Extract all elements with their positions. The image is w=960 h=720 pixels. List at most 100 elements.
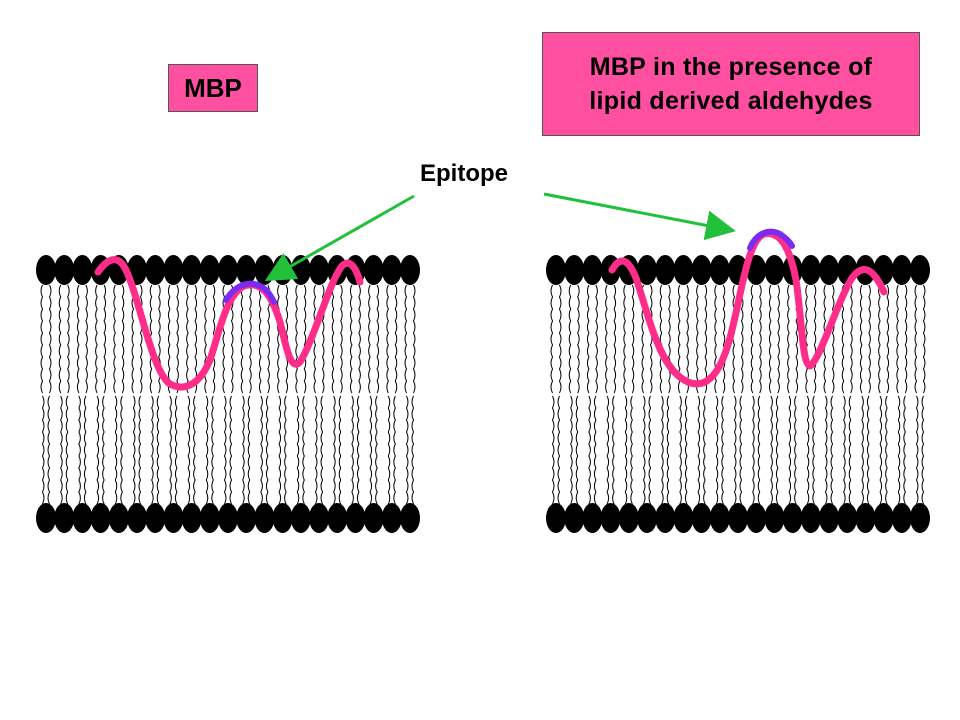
lipid-tail-bottom-right — [770, 395, 773, 505]
lipid-tail-bottom-right — [588, 395, 591, 505]
lipid-tail-bottom-right — [757, 395, 761, 505]
lipid-head-top-right — [891, 255, 912, 285]
lipid-tail-bottom-left — [260, 395, 263, 505]
lipid-head-top-right — [910, 255, 930, 285]
lipid-tail-bottom-left — [369, 395, 373, 505]
lipid-tail-bottom-left — [338, 395, 342, 505]
epitope-arrow-right — [543, 192, 736, 241]
lipid-tail-bottom-left — [284, 395, 287, 505]
lipid-tail-top-left — [113, 284, 116, 394]
lipid-tail-bottom-right — [642, 395, 646, 505]
lipid-tail-top-right — [878, 284, 881, 394]
lipid-tail-bottom-left — [242, 395, 245, 505]
lipid-tail-bottom-left — [375, 395, 378, 505]
lipid-tail-bottom-left — [41, 395, 45, 505]
lipid-tail-bottom-left — [320, 395, 324, 505]
lipid-head-bottom-left — [90, 503, 111, 533]
lipid-tail-bottom-right — [630, 395, 633, 505]
lipid-head-bottom-right — [564, 503, 585, 533]
lipid-tail-top-right — [668, 284, 671, 394]
lipid-tail-bottom-left — [265, 395, 269, 505]
lipid-tail-top-right — [550, 284, 554, 394]
lipid-tail-bottom-right — [921, 395, 925, 505]
lipid-tail-top-left — [176, 284, 179, 394]
lipid-tail-bottom-right — [861, 395, 864, 505]
lipid-head-bottom-right — [546, 503, 566, 533]
lipid-tail-top-right — [613, 284, 617, 394]
epitope-segment-left — [223, 280, 277, 305]
lipid-tail-top-right — [768, 284, 772, 394]
lipid-tail-top-right — [722, 284, 726, 394]
mbp-protein-left — [94, 256, 364, 391]
lipid-head-bottom-left — [309, 503, 329, 533]
lipid-tail-top-left — [139, 284, 143, 394]
lipid-tail-top-left — [40, 284, 44, 394]
lipid-tail-bottom-right — [885, 395, 888, 505]
lipid-head-top-left — [199, 255, 220, 285]
lipid-tail-bottom-right — [666, 395, 670, 505]
lipid-head-bottom-left — [54, 503, 75, 533]
lipid-tail-top-left — [349, 284, 353, 394]
mbp-protein-right — [608, 228, 888, 388]
lipid-tail-bottom-right — [903, 395, 906, 505]
lipid-tail-bottom-left — [411, 395, 415, 505]
lipid-bilayer-left — [36, 255, 420, 533]
lipid-head-bottom-right — [910, 503, 930, 533]
lipid-tail-top-right — [914, 284, 918, 394]
lipid-head-bottom-right — [709, 503, 730, 533]
lipid-tail-bottom-left — [278, 395, 282, 505]
lipid-head-bottom-right — [600, 503, 621, 533]
lipid-head-bottom-left — [145, 503, 166, 533]
lipid-tail-bottom-right — [879, 395, 883, 505]
lipid-head-bottom-left — [400, 503, 420, 533]
lipid-tail-bottom-right — [752, 395, 755, 505]
lipid-tail-bottom-left — [120, 395, 123, 505]
lipid-head-top-left — [363, 255, 384, 285]
lipid-tail-top-left — [303, 284, 307, 394]
lipid-head-top-right — [800, 255, 821, 285]
lipid-tail-top-left — [103, 284, 107, 394]
lipid-tail-top-left — [358, 284, 361, 394]
lipid-head-top-right — [637, 255, 657, 285]
lipid-tail-top-right — [595, 284, 598, 394]
lipid-head-bottom-left — [381, 503, 402, 533]
lipid-head-top-right — [709, 255, 730, 285]
lipid-tail-top-left — [222, 284, 226, 394]
lipid-head-top-left — [54, 255, 75, 285]
lipid-tail-bottom-left — [156, 395, 160, 505]
lipid-tail-bottom-right — [593, 395, 597, 505]
lipid-tail-bottom-left — [169, 395, 172, 505]
lipid-tail-top-right — [831, 284, 835, 394]
lipid-tail-bottom-right — [915, 395, 919, 505]
lipid-tail-top-right — [649, 284, 653, 394]
lipid-head-bottom-right — [618, 503, 639, 533]
lipid-head-bottom-right — [728, 503, 748, 533]
lipid-tail-top-left — [240, 284, 244, 394]
lipid-tail-bottom-left — [296, 395, 300, 505]
lipid-tail-bottom-left — [333, 395, 336, 505]
lipid-tail-top-right — [686, 284, 689, 394]
lipid-head-top-left — [36, 255, 56, 285]
lipid-tail-bottom-left — [96, 395, 100, 505]
mbp-label-text: MBP — [184, 72, 242, 103]
lipid-tail-bottom-right — [848, 395, 852, 505]
lipid-tail-bottom-left — [247, 395, 251, 505]
lipid-tail-bottom-right — [648, 395, 652, 505]
lipid-tail-bottom-right — [661, 395, 664, 505]
lipid-head-bottom-left — [218, 503, 238, 533]
lipid-head-top-right — [673, 255, 694, 285]
lipid-tail-bottom-left — [223, 395, 227, 505]
lipid-tail-top-left — [58, 284, 62, 394]
lipid-head-bottom-right — [582, 503, 603, 533]
lipid-head-top-right — [546, 255, 566, 285]
lipid-head-bottom-right — [819, 503, 839, 533]
lipid-tail-top-left — [95, 284, 98, 394]
lipid-tail-top-left — [121, 284, 125, 394]
lipid-tail-bottom-right — [733, 395, 737, 505]
lipid-tail-top-right — [605, 284, 608, 394]
lipid-tail-bottom-right — [794, 395, 797, 505]
lipid-head-bottom-left — [290, 503, 311, 533]
lipid-tail-bottom-left — [405, 395, 409, 505]
lipid-head-bottom-right — [800, 503, 821, 533]
